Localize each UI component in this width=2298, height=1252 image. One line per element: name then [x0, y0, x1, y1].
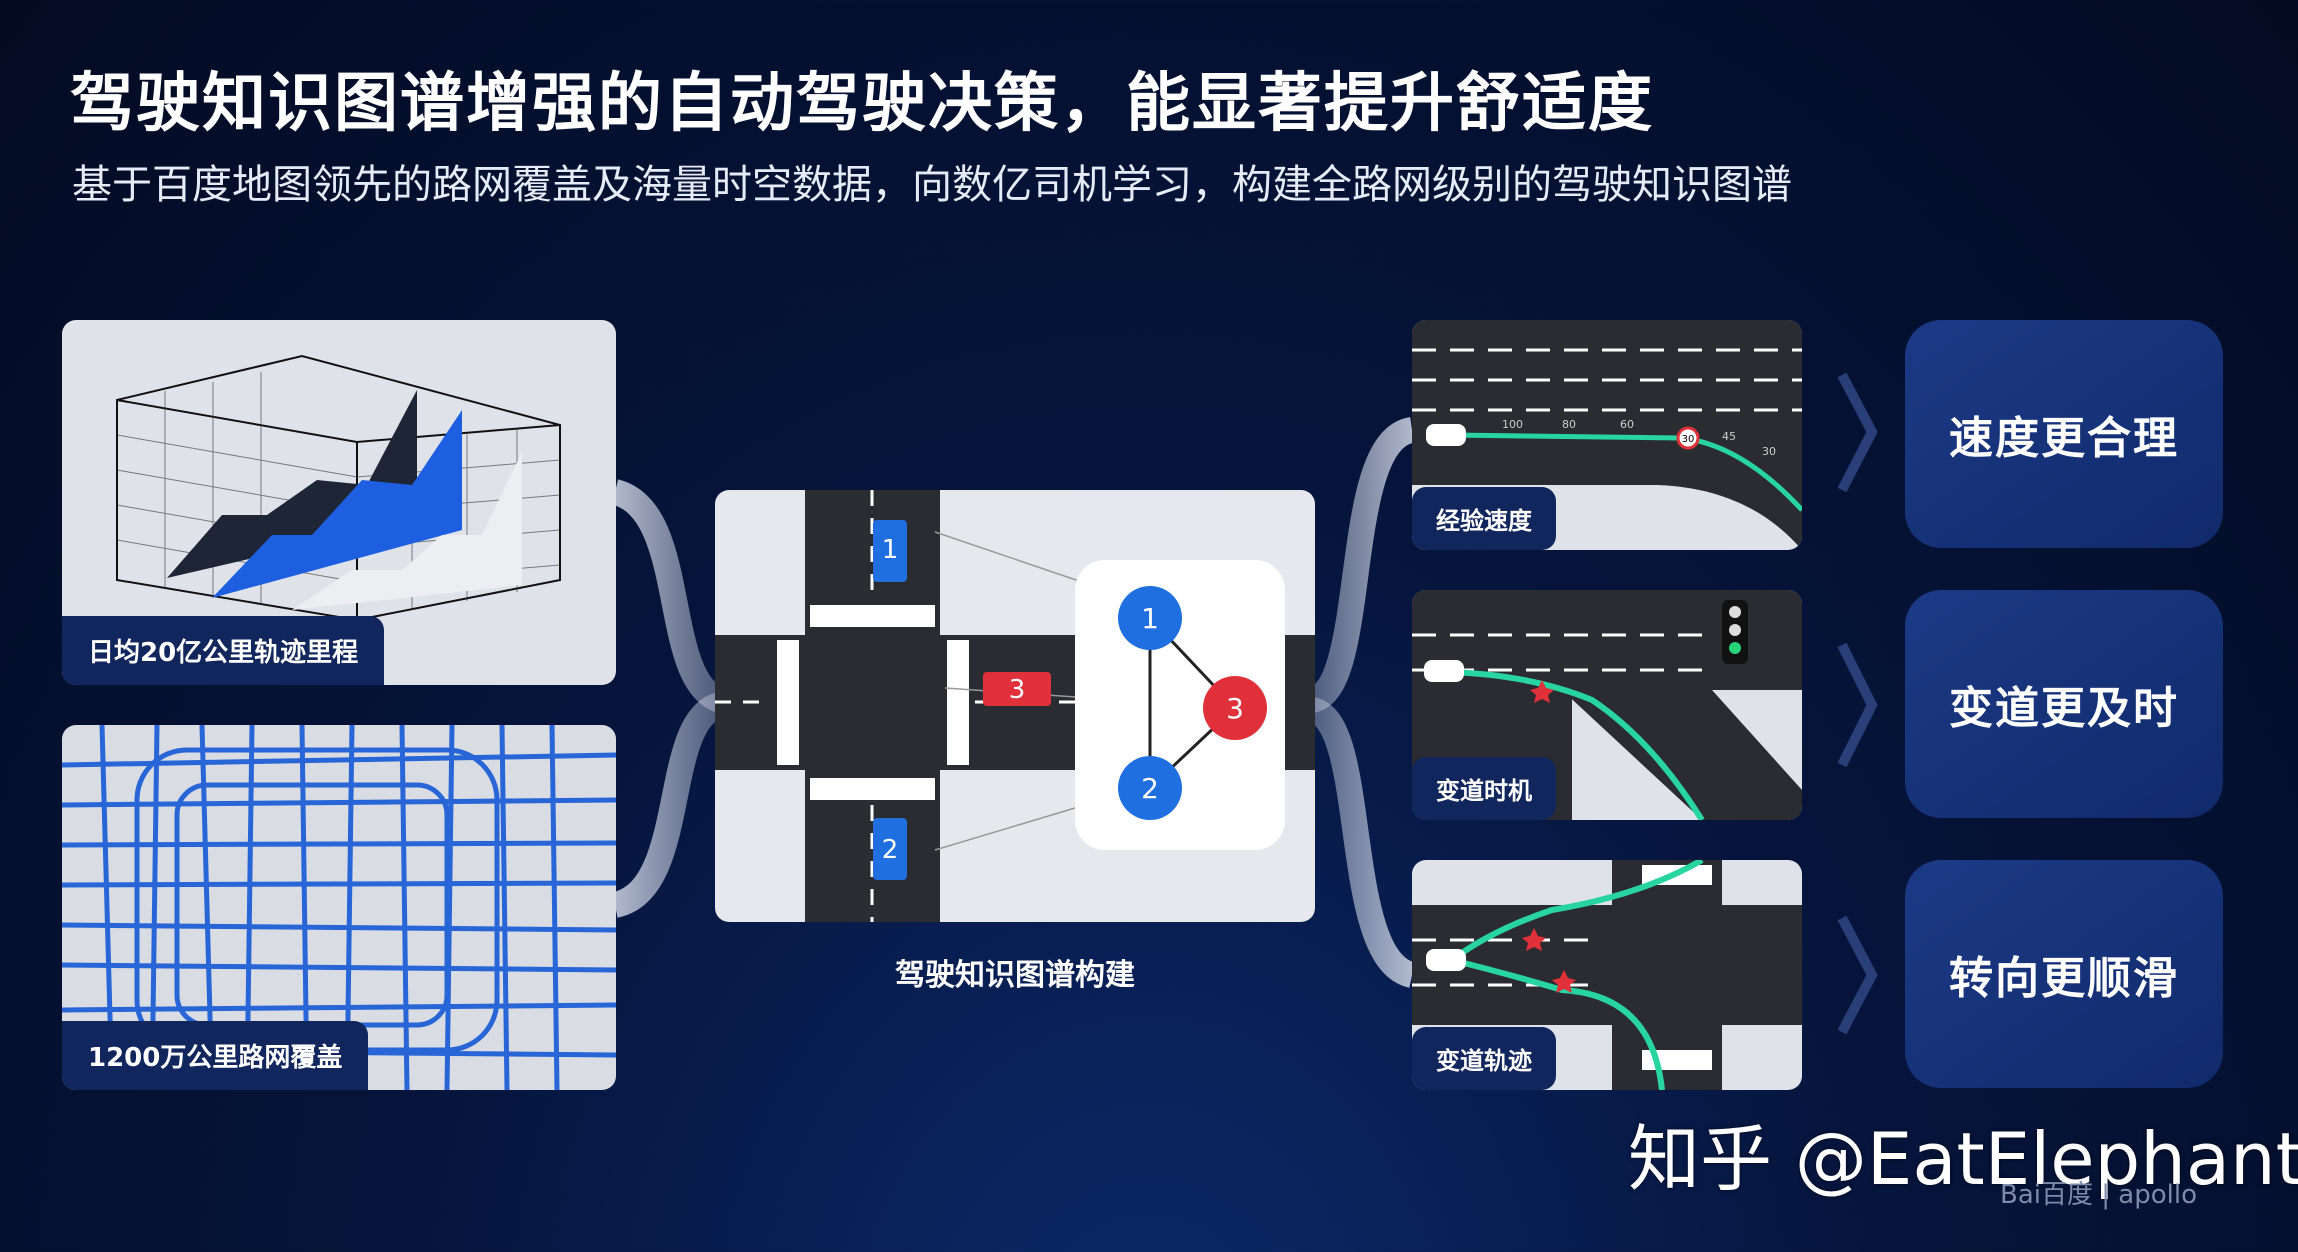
- vehicle-1-label: 1: [882, 535, 899, 565]
- arrow-1: [1837, 372, 1878, 493]
- graph-node-2: [1118, 756, 1182, 820]
- page-subtitle: 基于百度地图领先的路网覆盖及海量时空数据，向数亿司机学习，构建全路网级别的驾驶知…: [72, 162, 1792, 208]
- baidu-apollo-logo: Bai百度 | apollo: [2000, 1180, 2197, 1210]
- series-blue: [212, 410, 462, 598]
- graph-node-1-label: 1: [1141, 602, 1159, 635]
- scenario-lane-change-trajectory-panel: 变道轨迹: [1412, 860, 1802, 1090]
- speed-limit-value: 30: [1682, 434, 1695, 445]
- ego-car: [1426, 424, 1466, 446]
- page-title: 驾驶知识图谱增强的自动驾驶决策，能显著提升舒适度: [70, 67, 1654, 141]
- center-caption: 驾驶知识图谱构建: [895, 958, 1135, 993]
- vehicle-3: [983, 672, 1051, 706]
- road-network-panel: 1200万公里路网覆盖: [62, 725, 616, 1090]
- 3d-area-chart: [116, 354, 561, 622]
- speed-mark-3: 60: [1620, 418, 1634, 431]
- graph-node-3: [1203, 676, 1267, 740]
- scenario-speed-panel: 100 80 60 30 45 30 经验速度: [1412, 320, 1802, 550]
- ego-car: [1424, 660, 1464, 682]
- zhihu-watermark: 知乎 @EatElephant: [1628, 1117, 2298, 1201]
- result-lane-change: 变道更及时: [1905, 590, 2223, 818]
- arrow-3: [1837, 915, 1878, 1035]
- scenario-lane-change-timing-panel: 变道时机: [1412, 590, 1802, 820]
- speed-road-scene: 100 80 60 30 45 30: [1412, 320, 1802, 550]
- graph-node-1: [1118, 586, 1182, 650]
- speed-mark-6: 30: [1762, 445, 1776, 458]
- series-light: [292, 452, 522, 610]
- road-network-map: [62, 725, 616, 1090]
- trajectory-chart-panel: 日均20亿公里轨迹里程: [62, 320, 616, 685]
- scenario-tag-speed: 经验速度: [1412, 487, 1556, 550]
- graph-node-2-label: 2: [1141, 772, 1159, 805]
- scenario-tag-lane-change-timing: 变道时机: [1412, 757, 1556, 820]
- knowledge-graph-panel: 1 3 2 1 3 2: [715, 490, 1315, 922]
- intersection-graph: 1 3 2 1 3 2: [715, 490, 1315, 922]
- speed-mark-1: 100: [1502, 418, 1523, 431]
- ego-car: [1426, 949, 1466, 971]
- result-turning: 转向更顺滑: [1905, 860, 2223, 1088]
- speed-limit-sign: [1676, 426, 1700, 450]
- result-speed: 速度更合理: [1905, 320, 2223, 548]
- lane-change-trajectory-scene: [1412, 860, 1802, 1090]
- speed-mark-2: 80: [1562, 418, 1576, 431]
- vehicle-2-label: 2: [882, 835, 899, 865]
- flow-bottom-left: [611, 692, 725, 918]
- vehicle-2: [873, 818, 907, 880]
- arrow-2: [1837, 642, 1878, 768]
- flow-right-bottom: [1307, 697, 1417, 988]
- graph-node-3-label: 3: [1226, 692, 1244, 725]
- source-tag-trajectory: 日均20亿公里轨迹里程: [62, 616, 385, 685]
- vehicle-1: [873, 520, 907, 582]
- source-tag-road-network: 1200万公里路网覆盖: [62, 1021, 369, 1090]
- flow-right-top: [1307, 417, 1416, 713]
- speed-mark-5: 45: [1722, 430, 1736, 443]
- vehicle-3-label: 3: [1009, 675, 1026, 705]
- scenario-tag-lane-change-trajectory: 变道轨迹: [1412, 1027, 1556, 1090]
- flow-top-left: [610, 479, 726, 713]
